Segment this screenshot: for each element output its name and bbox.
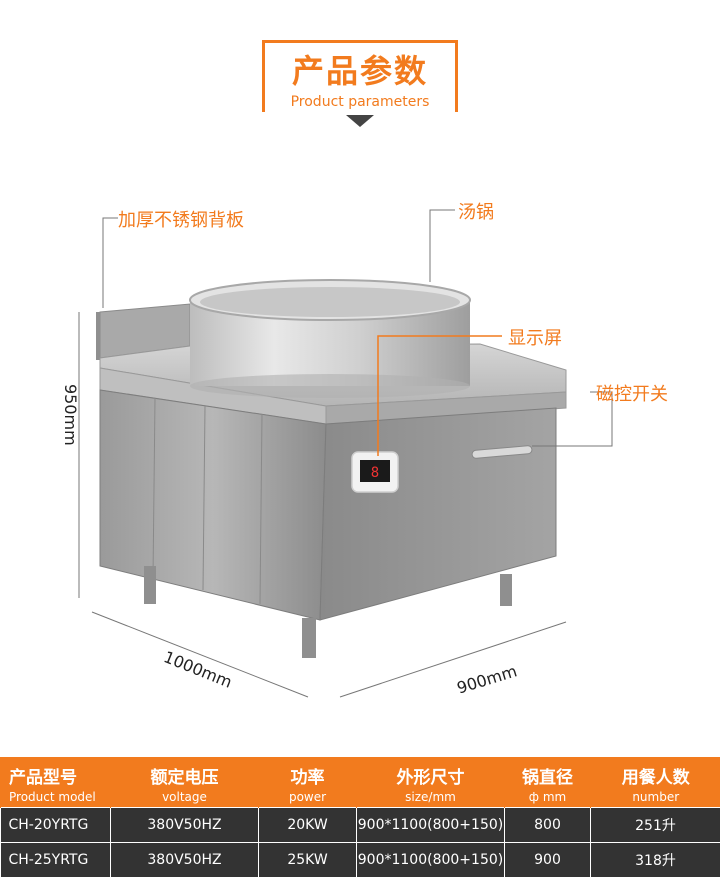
cabinet-side [319, 407, 557, 621]
table-cell: 900*1100(800+150) [356, 806, 505, 843]
leg-front-middle [302, 618, 316, 658]
pot-inner [200, 287, 460, 317]
title-frame: 产品参数 Product parameters [262, 40, 458, 112]
table-cell: 900 [504, 841, 591, 878]
table-cell: 900*1100(800+150) [356, 841, 505, 878]
dim-line-depth [91, 611, 309, 698]
callout-line-pot [429, 209, 455, 282]
cabinet-front [99, 389, 327, 621]
table-row: CH-20YRTG 380V50HZ 20KW 900*1100(800+150… [0, 806, 720, 843]
page-subtitle: Product parameters [290, 94, 430, 110]
leg-front-left [144, 566, 156, 604]
pot-bottom [190, 374, 470, 398]
table-cell: 380V50HZ [110, 841, 259, 878]
table-cell: 20KW [258, 806, 357, 843]
callout-display: 显示屏 [508, 328, 562, 349]
dim-height: 950mm [61, 384, 80, 446]
down-arrow-icon [346, 115, 374, 127]
page-title: 产品参数 [291, 52, 428, 90]
callout-back-panel: 加厚不锈钢背板 [118, 210, 244, 231]
dim-line-width [339, 621, 567, 698]
table-cell: CH-25YRTG [0, 841, 111, 878]
back-panel-edge [96, 312, 100, 360]
table-cell: 318升 [590, 841, 720, 878]
table-cell: 800 [504, 806, 591, 843]
table-cell: 380V50HZ [110, 806, 259, 843]
table-cell: CH-20YRTG [0, 806, 111, 843]
cooker-illustration: 8 [78, 209, 613, 698]
display-screen [360, 460, 390, 482]
callout-switch: 磁控开关 [596, 384, 668, 405]
callout-line-switch [532, 391, 613, 447]
table-cell: 251升 [590, 806, 720, 843]
leg-back-right [500, 574, 512, 606]
display-readout: 8 [371, 465, 379, 481]
table-cell: 25KW [258, 841, 357, 878]
switch-handle [471, 445, 533, 459]
table-row: CH-25YRTG 380V50HZ 25KW 900*1100(800+150… [0, 841, 720, 878]
callout-line-display [377, 335, 502, 456]
callout-line-back-panel [102, 217, 118, 308]
top-side-lip [325, 391, 567, 425]
title-bracket [262, 40, 458, 112]
callout-pot: 汤锅 [458, 202, 494, 223]
